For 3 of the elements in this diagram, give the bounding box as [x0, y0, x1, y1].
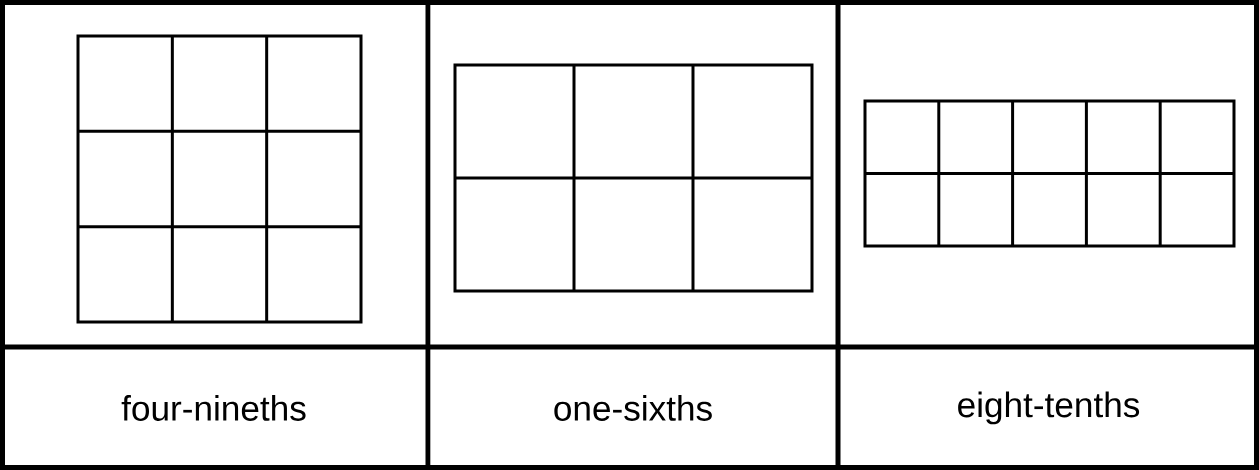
fraction-label: four-nineths [121, 395, 306, 421]
fraction-label: one-sixths [554, 395, 712, 421]
fraction-label: eight-tenths [958, 391, 1140, 425]
